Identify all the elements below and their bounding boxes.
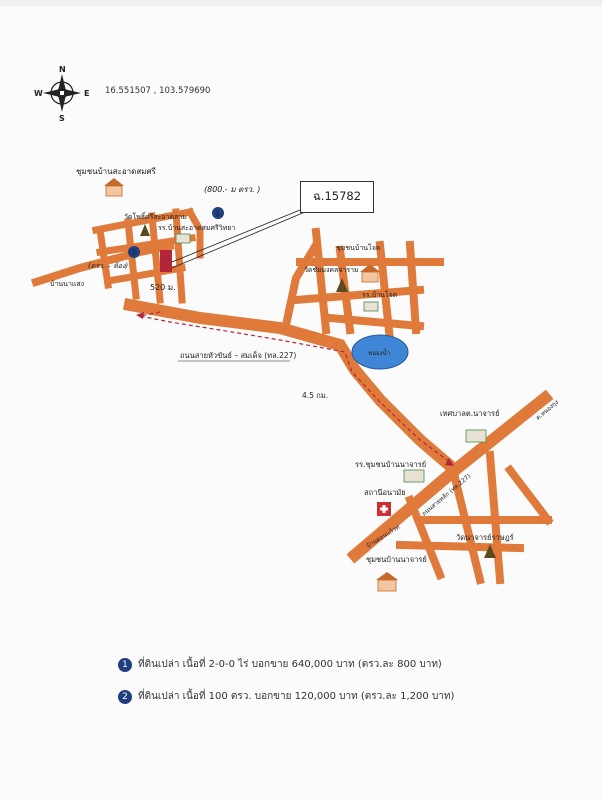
label-health-center: สถานีอนามัย bbox=[364, 488, 406, 497]
compass-n: N bbox=[59, 65, 66, 74]
road-left-v4 bbox=[172, 208, 186, 304]
map-marker-2-label: 2 bbox=[132, 249, 136, 257]
route-arrow-start bbox=[136, 312, 144, 319]
road-left-edge bbox=[185, 207, 204, 259]
roads-bottom-village bbox=[346, 389, 554, 585]
legend-item-1: 1 ที่ดินเปล่า เนื้อที่ 2-0-0 ไร่ บอกขาย … bbox=[118, 657, 442, 672]
road-bottom-v2 bbox=[450, 473, 485, 585]
road-right-g bbox=[405, 240, 421, 335]
road-right-d bbox=[291, 285, 425, 305]
route-arrow bbox=[445, 458, 454, 466]
temple-icon-bottom bbox=[484, 544, 496, 558]
legend-text-1: ที่ดินเปล่า เนื้อที่ 2-0-0 ไร่ บอกขาย 64… bbox=[138, 659, 442, 670]
legend-marker-1: 1 bbox=[118, 657, 132, 672]
road-right-h bbox=[325, 313, 425, 331]
parcel-number-box[interactable]: ฉ.15782 bbox=[300, 181, 374, 213]
label-distance-520: 520 ม. bbox=[150, 283, 176, 292]
compass-icon: N S W E bbox=[34, 65, 89, 123]
municipality-icon bbox=[465, 429, 487, 443]
legend-item-2: 2 ที่ดินเปล่า เนื้อที่ 100 ตรว. บอกขาย 1… bbox=[118, 689, 454, 704]
road-bottom-v4 bbox=[504, 464, 554, 526]
label-school-bottom: รร.ชุมชนบ้านนาจารย์ bbox=[355, 460, 426, 469]
parcel-number-label: ฉ.15782 bbox=[312, 189, 362, 203]
temple-icon-right bbox=[336, 278, 348, 292]
road-left-v1 bbox=[96, 226, 112, 289]
label-temple-left: วัดโพธิ์ศรีสะอาดสาม bbox=[124, 211, 187, 221]
lake-label: หนองน้ำ bbox=[368, 347, 390, 357]
label-distance-45: 4.5 กม. bbox=[302, 391, 328, 400]
map-marker-1[interactable]: 1 bbox=[212, 207, 224, 219]
road-left-v3 bbox=[148, 212, 164, 304]
compass-s: S bbox=[59, 114, 65, 123]
road-right-b bbox=[311, 227, 331, 335]
handwritten-note-1: (800.- ม ตรว. ) bbox=[204, 185, 260, 194]
roads-right-village bbox=[280, 227, 444, 345]
school-icon-bottom bbox=[403, 469, 425, 483]
road-bottom-h2 bbox=[395, 540, 525, 553]
label-school-left: รร.บ้านสะอาดสมศรีวิทยา bbox=[158, 224, 235, 232]
map-marker-1-label: 1 bbox=[216, 210, 220, 218]
parcel-pointer-line-1 bbox=[171, 209, 301, 263]
lake-shape bbox=[351, 334, 409, 370]
compass-w: W bbox=[34, 89, 43, 98]
road-left-v2 bbox=[124, 218, 140, 300]
top-band bbox=[0, 0, 602, 6]
house-icon-right bbox=[360, 264, 380, 283]
compass-e: E bbox=[84, 89, 89, 98]
legend-marker-2: 2 bbox=[118, 689, 132, 704]
label-highway: ถนนสายหัวขันธ์ – สมเด็จ (ทล.227) bbox=[180, 350, 296, 360]
route-path bbox=[139, 311, 451, 463]
label-municipality: เทศบาลต.นาจารย์ bbox=[440, 409, 499, 418]
school-icon-left bbox=[175, 233, 191, 244]
road-bottom-v3 bbox=[485, 450, 505, 585]
label-temple-right: วัดชัยมงคลจาราม bbox=[304, 266, 359, 274]
health-center-icon bbox=[377, 502, 391, 516]
handwritten-note-2: (ตรว. – ห้อง) bbox=[88, 262, 128, 270]
road-right-a bbox=[280, 239, 322, 335]
parcel-pointer-line-2 bbox=[171, 211, 306, 269]
road-bottom-main bbox=[346, 389, 554, 564]
legend-text-2: ที่ดินเปล่า เนื้อที่ 100 ตรว. บอกขาย 120… bbox=[138, 691, 455, 702]
school-icon-right bbox=[363, 301, 379, 312]
house-icon-top-left bbox=[104, 178, 124, 197]
temple-icon-left bbox=[140, 224, 150, 236]
coordinates-text: 16.551507 , 103.579690 bbox=[105, 86, 211, 96]
label-road-left-end: บ้านนาแสง bbox=[50, 280, 84, 288]
label-temple-bottom: วัดนาจารย์ราษฎร์ bbox=[456, 533, 514, 542]
road-highway-227 bbox=[123, 298, 464, 479]
road-bottom-v1 bbox=[404, 494, 446, 581]
house-icon-bottom bbox=[376, 572, 398, 592]
parcel-marker[interactable] bbox=[160, 250, 172, 272]
label-community-top-left: ชุมชนบ้านสะอาดสมศรี bbox=[76, 167, 157, 176]
label-community-bottom: ชุมชนบ้านนาจารย์ bbox=[366, 555, 427, 564]
label-community-right: ชุมชนบ้านโจด bbox=[336, 243, 380, 252]
label-school-right: รร.บ้านโจด bbox=[362, 290, 397, 299]
map-marker-2[interactable]: 2 bbox=[128, 246, 140, 258]
